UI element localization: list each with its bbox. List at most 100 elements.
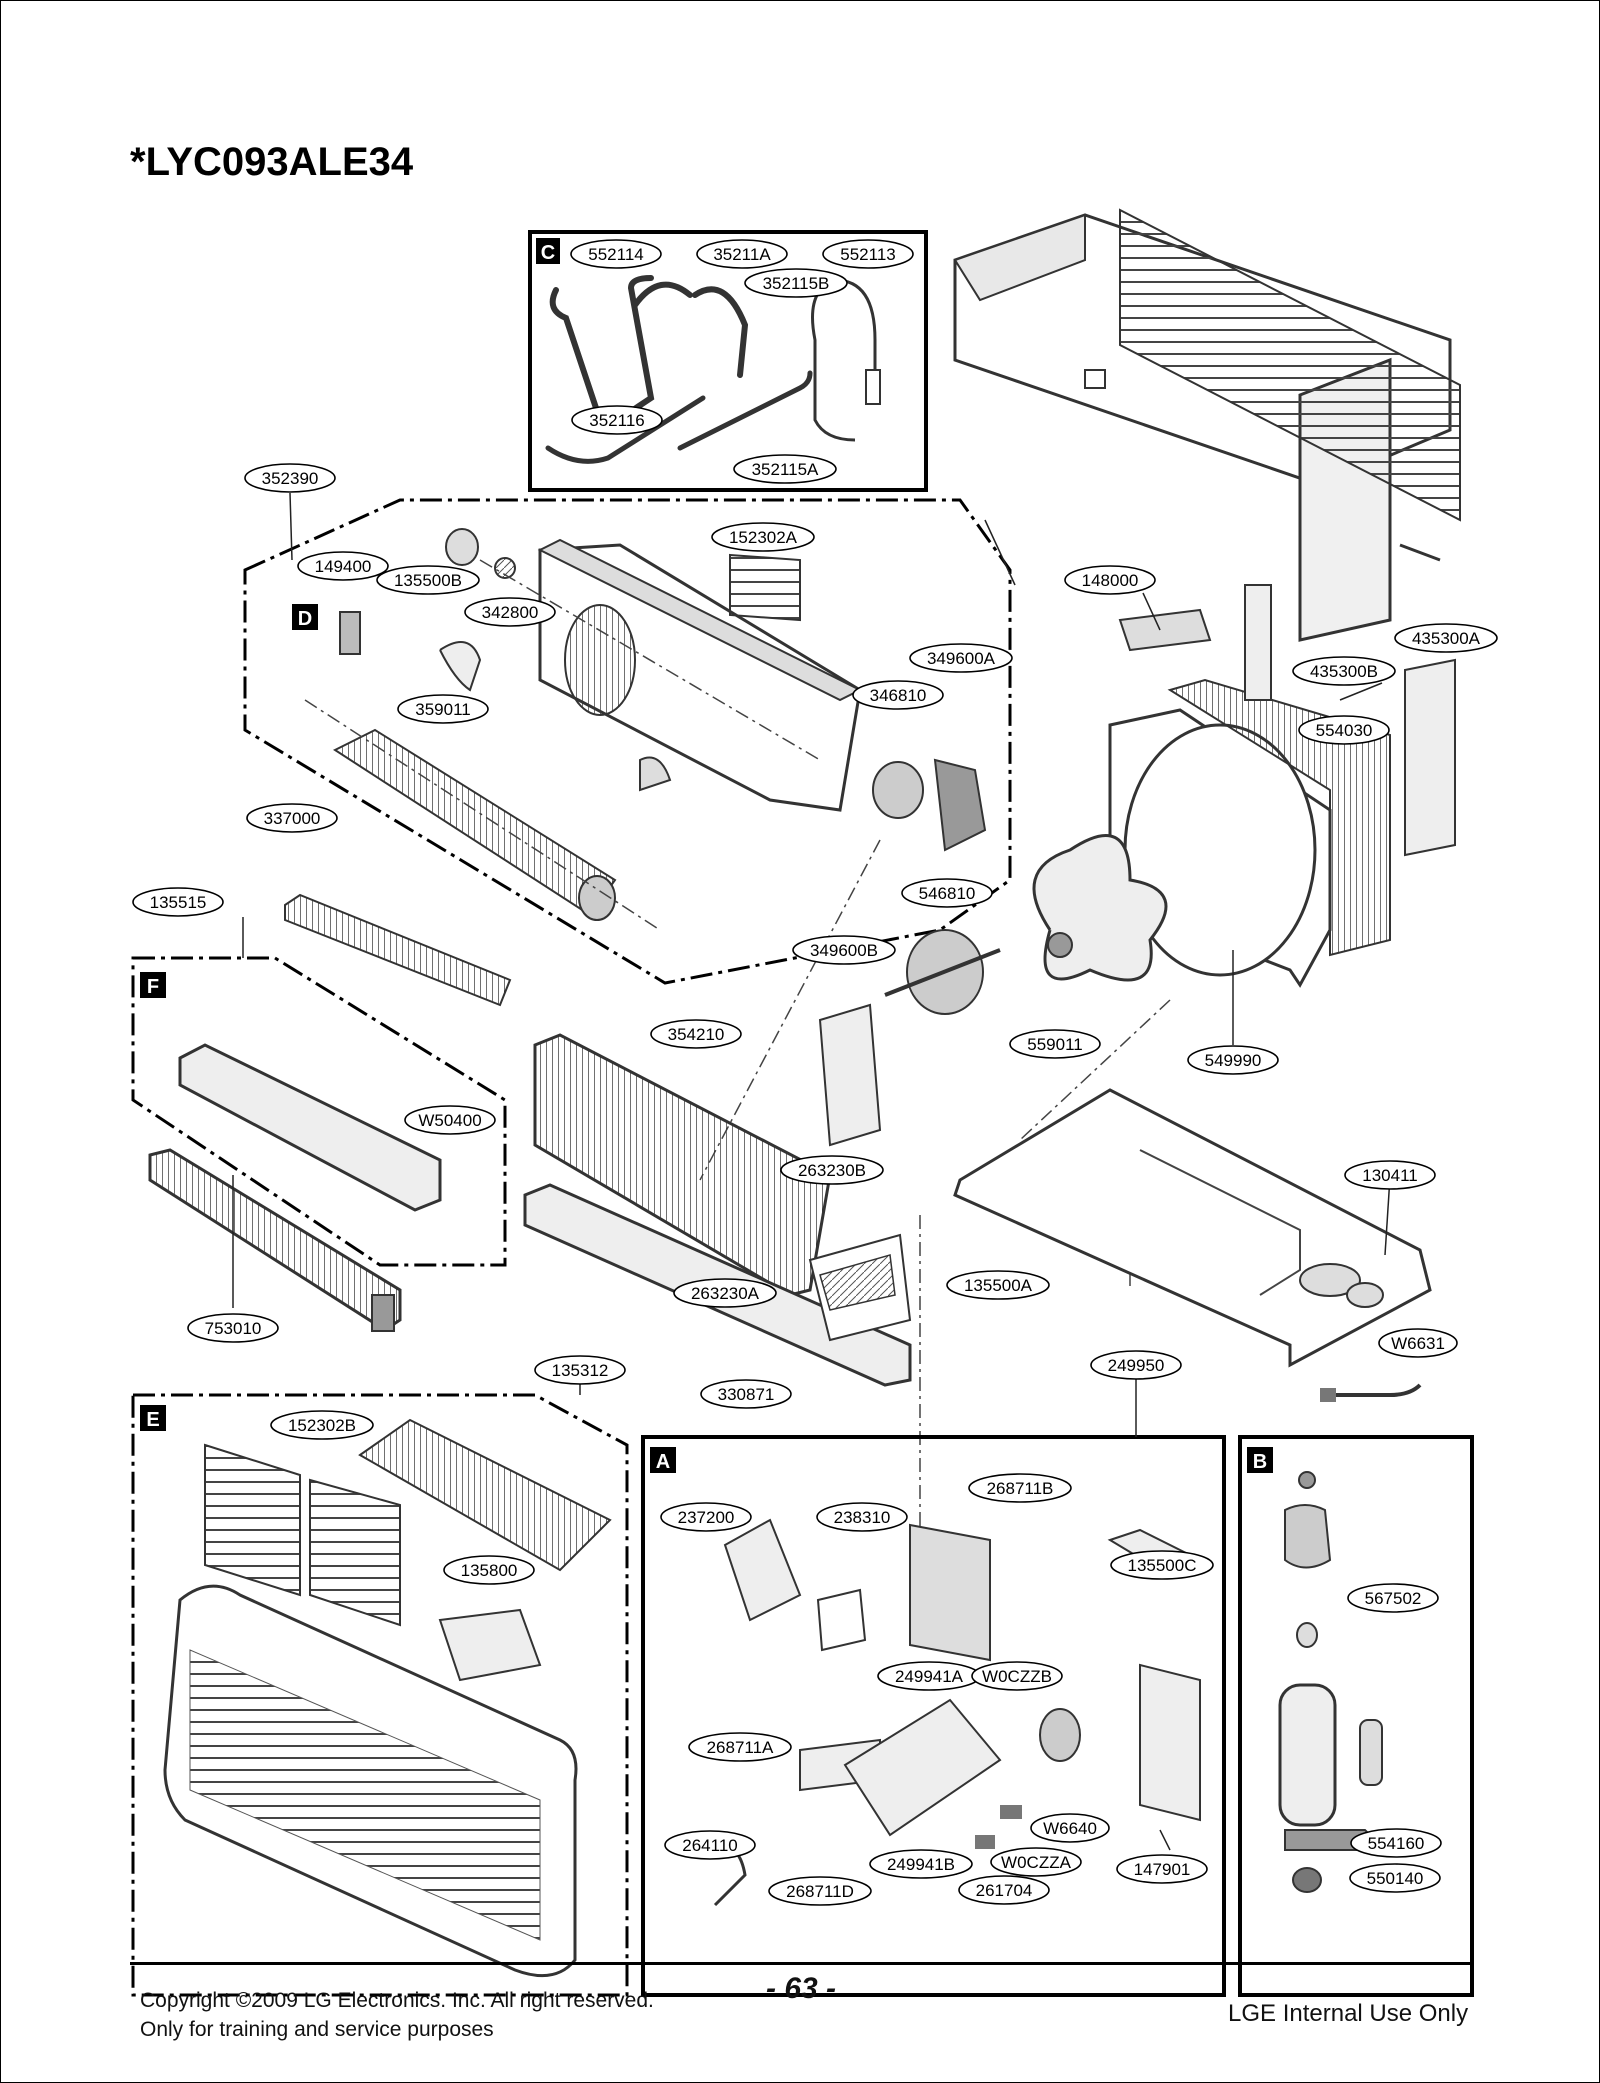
- callout-bubble: [700, 1379, 792, 1409]
- callout-bubble: [376, 565, 480, 595]
- callout-152302B: 152302B: [270, 1410, 374, 1440]
- callout-263230B: 263230B: [780, 1155, 884, 1185]
- callout-249941B: 249941B: [869, 1849, 973, 1879]
- callout-bubble: [958, 1875, 1050, 1905]
- callout-label: 268711D: [786, 1882, 854, 1901]
- callout-W6640: W6640: [1030, 1813, 1110, 1843]
- callout-554030: 554030: [1298, 715, 1390, 745]
- callout-bubble: [246, 803, 338, 833]
- callout-label: W6631: [1391, 1334, 1445, 1353]
- callout-bubble: [733, 454, 837, 484]
- callout-bubble: [909, 643, 1013, 673]
- callout-label: 263230B: [798, 1161, 866, 1180]
- callout-559011: 559011: [1009, 1029, 1101, 1059]
- callout-bubble: [1064, 565, 1156, 595]
- page-number: - 63 -: [766, 1972, 837, 2005]
- callout-bubble: [534, 1355, 626, 1385]
- louver-grille: [284, 893, 512, 1007]
- callout-label: 330871: [718, 1385, 775, 1404]
- section-e-label: E: [146, 1409, 159, 1431]
- callout-label: 546810: [919, 884, 976, 903]
- callout-label: 435300B: [1310, 662, 1378, 681]
- callout-bubble: [1292, 656, 1396, 686]
- callout-bubble: [443, 1555, 535, 1585]
- callout-263230A: 263230A: [673, 1278, 777, 1308]
- callout-bubble: [1344, 1160, 1436, 1190]
- callout-352116: 352116: [571, 405, 663, 435]
- callout-label: W0CZZB: [982, 1667, 1052, 1686]
- callout-bubble: [711, 522, 815, 552]
- callout-bubble: [244, 463, 336, 493]
- callout-bubble: [971, 1661, 1063, 1691]
- footer-rule: [130, 1962, 1470, 1965]
- callout-552114: 552114: [570, 239, 662, 269]
- callout-label: 554160: [1368, 1834, 1425, 1853]
- callout-bubble: [673, 1278, 777, 1308]
- callout-label: 753010: [205, 1319, 262, 1338]
- callout-label: 152302B: [288, 1416, 356, 1435]
- callout-label: 352390: [262, 469, 319, 488]
- callout-label: 149400: [315, 557, 372, 576]
- callout-bubble: [1116, 1854, 1208, 1884]
- callout-bubble: [852, 680, 944, 710]
- callout-W6631: W6631: [1378, 1328, 1458, 1358]
- callout-label: 237200: [678, 1508, 735, 1527]
- callout-bubble: [816, 1502, 908, 1532]
- callout-152302A: 152302A: [711, 522, 815, 552]
- training-notice: Only for training and service purposes: [140, 2018, 494, 2041]
- callout-W50400: W50400: [404, 1105, 496, 1135]
- callout-label: 135500B: [394, 571, 462, 590]
- callout-147901: 147901: [1116, 1854, 1208, 1884]
- callout-135500B: 135500B: [376, 565, 480, 595]
- callout-bubble: [869, 1849, 973, 1879]
- callout-label: 352115B: [763, 274, 830, 293]
- callout-bubble: [570, 239, 662, 269]
- callout-bubble: [968, 1473, 1072, 1503]
- callout-label: 135500A: [964, 1276, 1033, 1295]
- callout-337000: 337000: [246, 803, 338, 833]
- callout-label: 349600A: [927, 649, 996, 668]
- callout-label: 349600B: [810, 941, 878, 960]
- callout-346810: 346810: [852, 680, 944, 710]
- callout-label: 559011: [1027, 1035, 1082, 1054]
- callout-148000: 148000: [1064, 565, 1156, 595]
- callout-label: W6640: [1043, 1819, 1097, 1838]
- callout-label: 261704: [976, 1881, 1033, 1900]
- callout-bubble: [132, 887, 224, 917]
- section-d-label: D: [298, 608, 312, 630]
- section-f-box: F: [131, 956, 507, 1332]
- callout-268711D: 268711D: [768, 1876, 872, 1906]
- callout-bubble: [270, 1410, 374, 1440]
- callout-bubble: [660, 1502, 752, 1532]
- callout-label: 249941B: [887, 1855, 955, 1874]
- model-title: *LYC093ALE34: [130, 140, 414, 184]
- base-pan: [953, 1088, 1432, 1402]
- callout-label: 359011: [415, 700, 470, 719]
- callout-W0CZZA: W0CZZA: [990, 1847, 1082, 1877]
- callout-label: 148000: [1082, 571, 1139, 590]
- callout-bubble: [397, 694, 489, 724]
- callout-label: 567502: [1365, 1589, 1422, 1608]
- callout-bubble: [744, 268, 848, 298]
- callout-237200: 237200: [660, 1502, 752, 1532]
- section-e-box: E: [131, 1393, 629, 1997]
- callout-549990: 549990: [1187, 1045, 1279, 1075]
- callout-349600B: 349600B: [792, 935, 896, 965]
- callout-753010: 753010: [187, 1313, 279, 1343]
- callout-bubble: [464, 597, 556, 627]
- callout-130411: 130411: [1344, 1160, 1436, 1190]
- callout-label: 263230A: [691, 1284, 760, 1303]
- callout-bubble: [780, 1155, 884, 1185]
- callout-label: 554030: [1316, 721, 1373, 740]
- callout-359011: 359011: [397, 694, 489, 724]
- callout-label: 249950: [1108, 1356, 1165, 1375]
- callout-label: 135515: [150, 893, 207, 912]
- callout-label: 268711A: [707, 1738, 774, 1757]
- callout-135800: 135800: [443, 1555, 535, 1585]
- callout-label: W50400: [418, 1111, 481, 1130]
- callout-bubble: [1394, 623, 1498, 653]
- callout-349600A: 349600A: [909, 643, 1013, 673]
- callout-bubble: [1378, 1328, 1458, 1358]
- callout-label: 35211A: [713, 245, 771, 264]
